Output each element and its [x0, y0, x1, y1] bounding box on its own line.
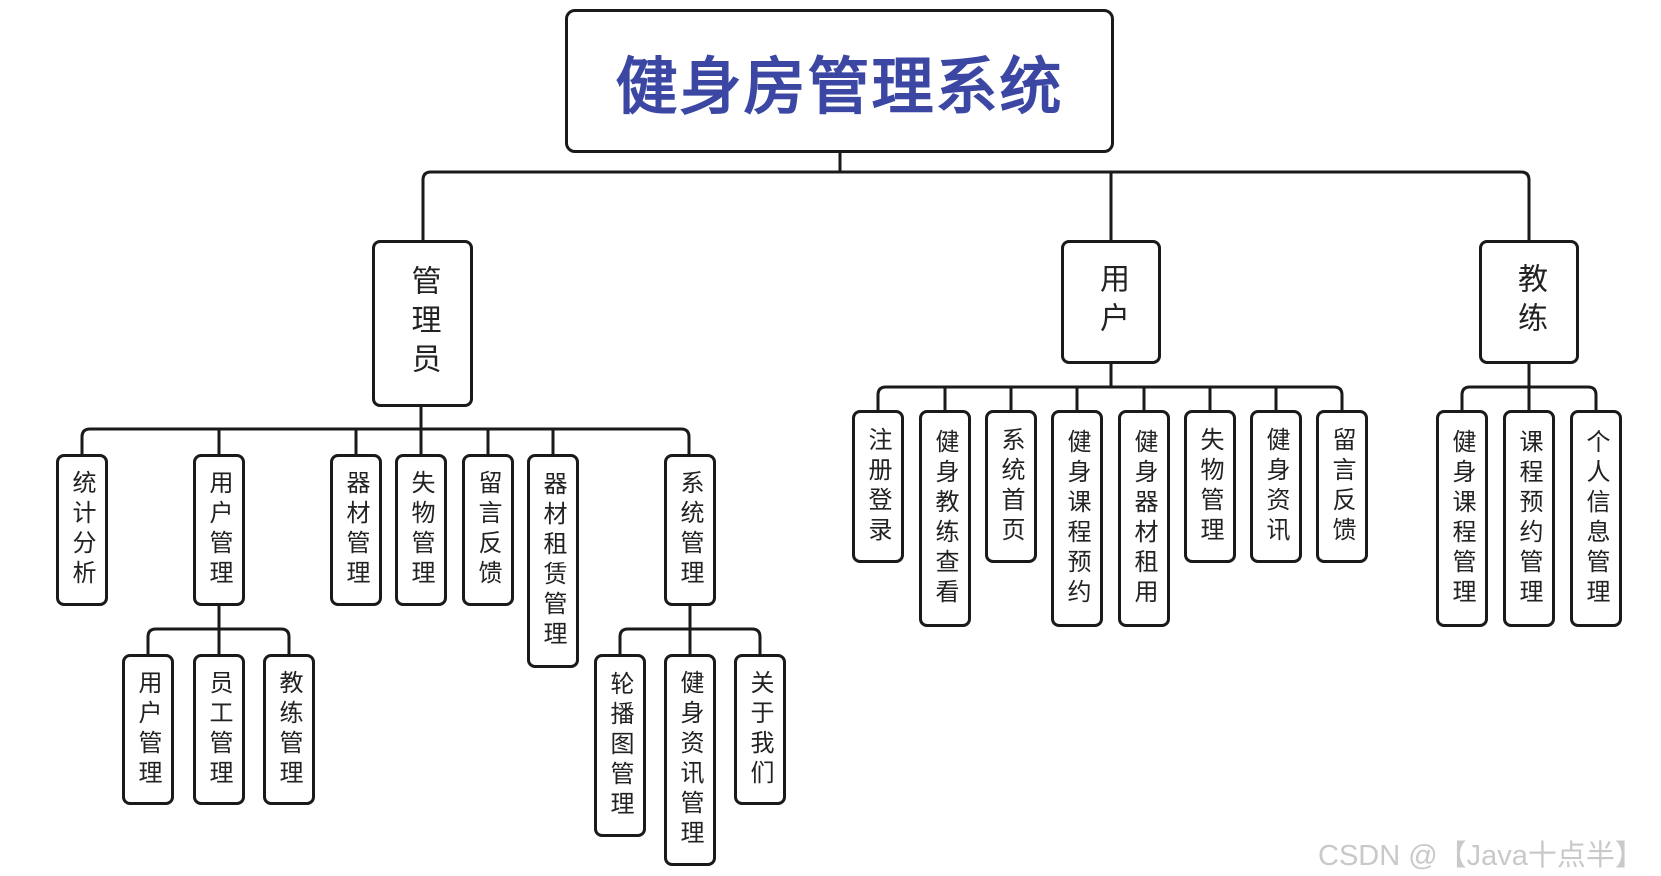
- node-label: 健身器材租用: [1130, 428, 1158, 609]
- user-item-news: 健身资讯: [1250, 410, 1302, 563]
- role-user-node: 用户: [1061, 240, 1161, 364]
- admin-item-equipment-rental: 器材租赁管理: [527, 454, 579, 668]
- system-sub-news: 健身资讯管理: [664, 654, 716, 866]
- node-label: 器材管理: [342, 470, 370, 590]
- node-label: 统计分析: [68, 470, 96, 590]
- system-sub-about: 关于我们: [734, 654, 786, 805]
- user-item-home: 系统首页: [985, 410, 1037, 563]
- node-label: 系统首页: [997, 426, 1025, 547]
- root-title: 健身房管理系统: [615, 50, 1064, 123]
- node-label: 注册登录: [864, 426, 892, 547]
- node-label: 失物管理: [1196, 426, 1224, 547]
- node-label: 课程预约管理: [1515, 428, 1543, 609]
- role-admin-label: 管理员: [405, 265, 441, 382]
- role-coach-node: 教练: [1479, 240, 1579, 364]
- role-user-label: 用户: [1094, 263, 1129, 341]
- node-label: 器材租赁管理: [539, 471, 567, 651]
- node-label: 用户管理: [134, 669, 162, 790]
- user-mgmt-sub-users: 用户管理: [122, 654, 174, 805]
- user-item-lost-found: 失物管理: [1184, 410, 1236, 563]
- user-mgmt-sub-staff: 员工管理: [193, 654, 245, 805]
- node-label: 教练管理: [275, 669, 303, 790]
- node-label: 健身资讯管理: [676, 670, 704, 850]
- role-admin-node: 管理员: [372, 240, 473, 407]
- system-sub-carousel: 轮播图管理: [594, 654, 646, 837]
- admin-item-stats: 统计分析: [56, 454, 108, 606]
- coach-item-profile-mgmt: 个人信息管理: [1570, 410, 1622, 627]
- node-label: 用户管理: [205, 470, 233, 590]
- node-label: 关于我们: [746, 669, 774, 790]
- node-label: 员工管理: [205, 669, 233, 790]
- user-item-register-login: 注册登录: [852, 410, 904, 563]
- node-label: 失物管理: [407, 470, 435, 590]
- admin-item-feedback: 留言反馈: [462, 454, 514, 606]
- user-item-coach-view: 健身教练查看: [919, 410, 971, 627]
- watermark: CSDN @【Java十点半】: [1318, 840, 1644, 872]
- node-label: 健身资讯: [1262, 426, 1290, 547]
- node-label: 留言反馈: [474, 470, 502, 590]
- coach-item-course-mgmt: 健身课程管理: [1436, 410, 1488, 627]
- user-mgmt-sub-coaches: 教练管理: [263, 654, 315, 805]
- admin-item-user-mgmt: 用户管理: [193, 454, 245, 606]
- node-label: 健身课程预约: [1063, 428, 1091, 609]
- coach-item-booking-mgmt: 课程预约管理: [1503, 410, 1555, 627]
- node-label: 健身课程管理: [1448, 428, 1476, 609]
- node-label: 健身教练查看: [931, 428, 959, 609]
- user-item-course-booking: 健身课程预约: [1051, 410, 1103, 627]
- admin-item-equipment-mgmt: 器材管理: [330, 454, 382, 606]
- admin-item-lost-found: 失物管理: [395, 454, 447, 606]
- user-item-feedback: 留言反馈: [1316, 410, 1368, 563]
- node-label: 个人信息管理: [1582, 428, 1610, 609]
- user-item-equipment-rent: 健身器材租用: [1118, 410, 1170, 627]
- admin-item-system-mgmt: 系统管理: [664, 454, 716, 606]
- node-label: 系统管理: [676, 470, 704, 590]
- role-coach-label: 教练: [1512, 263, 1547, 341]
- root-node: 健身房管理系统: [565, 9, 1114, 153]
- node-label: 留言反馈: [1328, 426, 1356, 547]
- node-label: 轮播图管理: [606, 670, 634, 821]
